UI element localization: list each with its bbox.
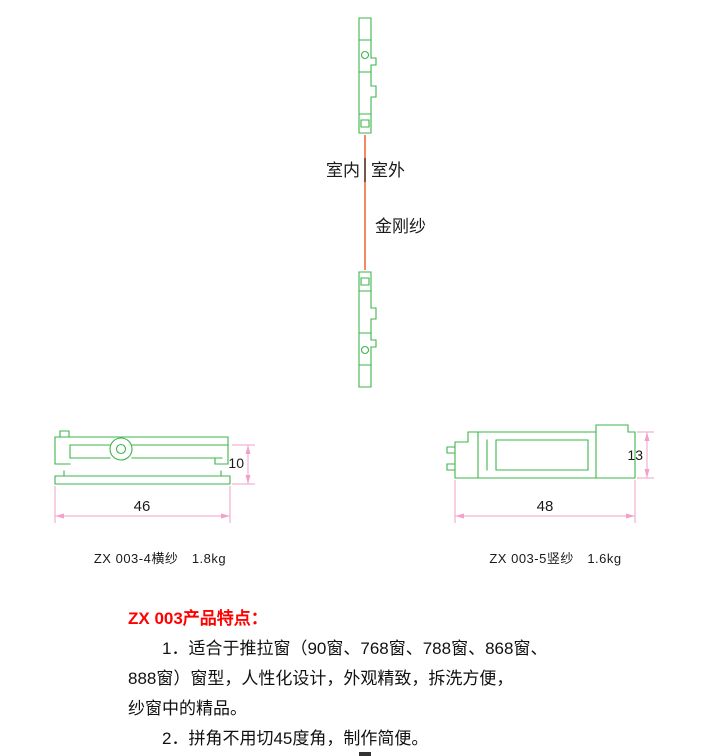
indoor-label: 室内 xyxy=(326,161,360,180)
top-profile-section xyxy=(358,17,377,134)
features-line-3: 纱窗中的精品。 xyxy=(128,699,247,718)
horizontal-profile-outline xyxy=(54,430,231,485)
product-features: ZX 003产品特点： 1．适合于推拉窗（90窗、768窗、788窗、868窗、… xyxy=(128,604,688,754)
right-profile-drawing: 13 48 xyxy=(446,424,654,523)
cropped-content-mark xyxy=(359,752,371,756)
vertical-profile-outline xyxy=(446,424,636,479)
left-drawing-caption: ZX 003-4横纱 1.8kg xyxy=(93,551,227,566)
features-title: ZX 003产品特点： xyxy=(128,609,268,628)
left-width-dim-label: 46 xyxy=(134,498,151,515)
features-line-1: 1．适合于推拉窗（90窗、768窗、788窗、868窗、 xyxy=(162,639,548,658)
assembly-diagram: 室内 室外 金刚纱 xyxy=(326,17,426,388)
right-drawing-dimensions: 13 48 xyxy=(454,431,654,523)
right-height-dim-label: 13 xyxy=(627,447,643,463)
mesh-label: 金刚纱 xyxy=(375,217,426,236)
left-profile-drawing: 10 46 xyxy=(54,430,255,523)
right-width-dim-label: 48 xyxy=(537,498,554,515)
right-drawing-caption: ZX 003-5竖纱 1.6kg xyxy=(489,551,622,566)
bottom-profile-section xyxy=(358,271,377,388)
left-drawing-dimensions: 10 46 xyxy=(54,444,255,523)
left-height-dim-label: 10 xyxy=(228,455,244,471)
features-line-4: 2．拼角不用切45度角，制作简便。 xyxy=(162,729,429,748)
features-line-2: 888窗）窗型，人性化设计，外观精致，拆洗方便， xyxy=(128,669,514,688)
outdoor-label: 室外 xyxy=(371,161,405,180)
